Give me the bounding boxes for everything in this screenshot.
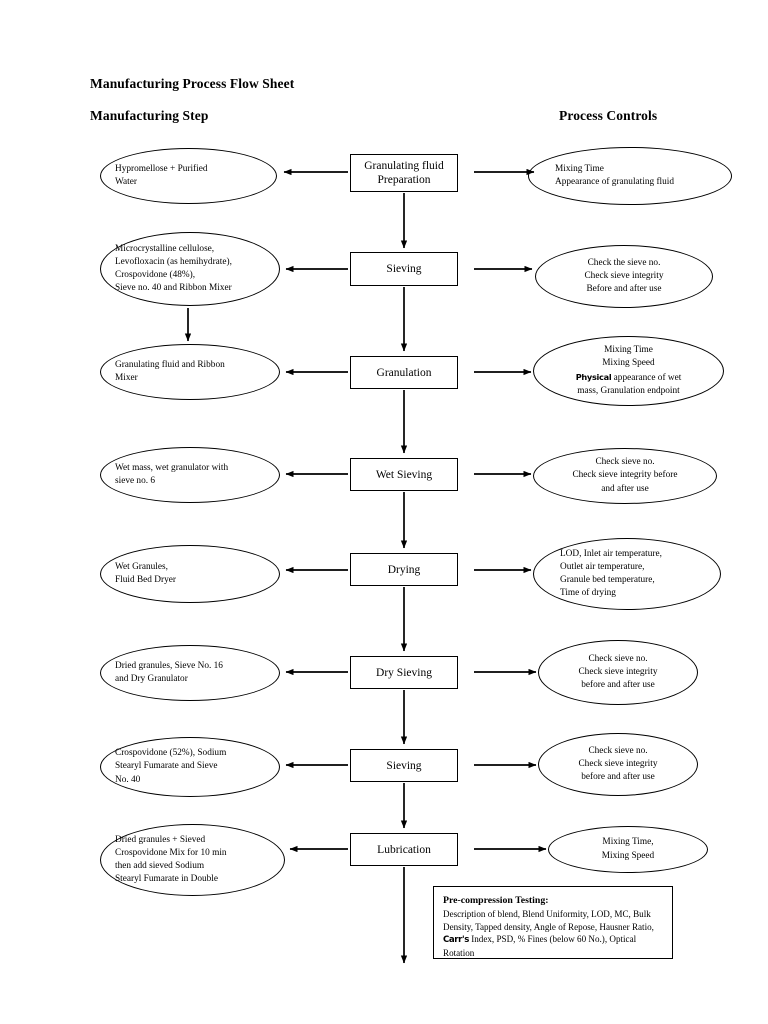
step-box-label: Granulating fluid Preparation	[364, 160, 444, 186]
pre-compression-testing-box[interactable]: Pre-compression Testing: Description of …	[433, 886, 673, 959]
materials-ellipse-granulating-fluid-preparation[interactable]: Hypromellose + Purified Water	[100, 148, 277, 204]
controls-ellipse-text: Check sieve no. Check sieve integrity be…	[578, 745, 658, 783]
step-box-label: Sieving	[386, 263, 422, 275]
pre-compression-line-3-rest: Index, PSD, % Fines (below 60 No.), Opti…	[468, 934, 637, 945]
step-box-label: Granulation	[376, 366, 432, 379]
materials-ellipse-text: Wet Granules, Fluid Bed Dryer	[115, 561, 176, 585]
materials-ellipse-sieving-2[interactable]: Crospovidone (52%), Sodium Stearyl Fumar…	[100, 737, 280, 797]
controls-line-3-rest: appearance of wet	[611, 372, 682, 383]
column-header-process-controls: Process Controls	[559, 108, 658, 123]
materials-ellipse-text: Crospovidone (52%), Sodium Stearyl Fumar…	[115, 748, 227, 785]
column-header-manufacturing-step: Manufacturing Step	[90, 108, 209, 123]
materials-ellipse-text: Hypromellose + Purified Water	[115, 163, 208, 187]
step-box-dry-sieving[interactable]: Dry Sieving	[350, 656, 458, 689]
step-box-sieving-2[interactable]: Sieving	[350, 749, 458, 782]
controls-ellipse-text: Mixing Time Mixing Speed Physical appear…	[575, 345, 682, 396]
step-box-drying[interactable]: Drying	[350, 553, 458, 586]
step-box-sieving-1[interactable]: Sieving	[350, 252, 458, 286]
controls-ellipse-lubrication[interactable]: Mixing Time, Mixing Speed	[548, 826, 708, 873]
controls-ellipse-text: Check the sieve no. Check sieve integrit…	[584, 257, 664, 295]
step-box-wet-sieving[interactable]: Wet Sieving	[350, 458, 458, 491]
pre-compression-body: Description of blend, Blend Uniformity, …	[443, 909, 654, 958]
controls-emphasis-word: Physical	[575, 371, 612, 382]
controls-ellipse-text: Mixing Time Appearance of granulating fl…	[555, 163, 675, 187]
controls-ellipse-text: Check sieve no. Check sieve integrity be…	[578, 653, 658, 691]
materials-ellipse-text: Microcrystalline cellulose, Levofloxacin…	[115, 243, 232, 294]
controls-ellipse-sieving-1[interactable]: Check the sieve no. Check sieve integrit…	[535, 245, 713, 308]
materials-ellipse-dry-sieving[interactable]: Dried granules, Sieve No. 16 and Dry Gra…	[100, 645, 280, 701]
pre-compression-heading: Pre-compression Testing:	[443, 895, 549, 906]
controls-ellipse-sieving-2[interactable]: Check sieve no. Check sieve integrity be…	[538, 733, 698, 796]
materials-ellipse-drying[interactable]: Wet Granules, Fluid Bed Dryer	[100, 545, 280, 603]
page-title: Manufacturing Process Flow Sheet	[90, 76, 295, 91]
controls-ellipse-wet-sieving[interactable]: Check sieve no. Check sieve integrity be…	[533, 448, 717, 504]
controls-ellipse-granulating-fluid-preparation[interactable]: Mixing Time Appearance of granulating fl…	[528, 147, 732, 205]
carr-emphasis-word: Carr's	[443, 935, 469, 946]
materials-ellipse-text: Wet mass, wet granulator with sieve no. …	[115, 462, 229, 486]
materials-ellipse-wet-sieving[interactable]: Wet mass, wet granulator with sieve no. …	[100, 447, 280, 503]
step-box-label: Lubrication	[377, 843, 431, 856]
materials-ellipse-text: Dried granules, Sieve No. 16 and Dry Gra…	[115, 660, 223, 684]
materials-ellipse-text: Granulating fluid and Ribbon Mixer	[115, 359, 225, 383]
materials-ellipse-sieving-1[interactable]: Microcrystalline cellulose, Levofloxacin…	[100, 232, 280, 306]
controls-ellipse-dry-sieving[interactable]: Check sieve no. Check sieve integrity be…	[538, 640, 698, 705]
step-box-label: Sieving	[386, 759, 422, 772]
controls-ellipse-drying[interactable]: LOD, Inlet air temperature, Outlet air t…	[533, 538, 721, 610]
step-box-label: Drying	[387, 563, 421, 576]
materials-ellipse-lubrication[interactable]: Dried granules + Sieved Crospovidone Mix…	[100, 824, 285, 896]
controls-ellipse-text: LOD, Inlet air temperature, Outlet air t…	[560, 548, 662, 599]
controls-ellipse-granulation[interactable]: Mixing Time Mixing Speed Physical appear…	[533, 336, 724, 406]
step-box-granulation[interactable]: Granulation	[350, 356, 458, 389]
step-box-granulating-fluid-preparation[interactable]: Granulating fluid Preparation	[350, 154, 458, 192]
step-box-lubrication[interactable]: Lubrication	[350, 833, 458, 866]
controls-ellipse-text: Check sieve no. Check sieve integrity be…	[572, 457, 678, 494]
step-box-label: Wet Sieving	[375, 468, 433, 481]
materials-ellipse-granulation[interactable]: Granulating fluid and Ribbon Mixer	[100, 344, 280, 400]
step-box-label: Dry Sieving	[376, 666, 432, 679]
controls-ellipse-text: Mixing Time, Mixing Speed	[601, 837, 655, 861]
materials-ellipse-text: Dried granules + Sieved Crospovidone Mix…	[115, 834, 227, 885]
